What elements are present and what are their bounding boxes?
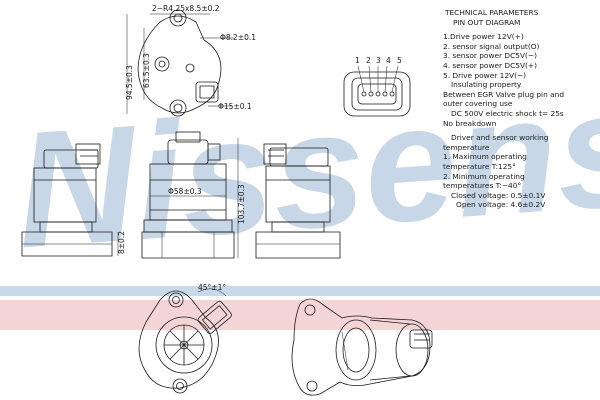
insulation-title: Insulating property: [451, 80, 522, 90]
valve-bottom-view: [138, 288, 232, 394]
insulation-line-3: DC 500V electric shock t= 25s: [451, 108, 564, 118]
dim-total-height: 103.7±0.3: [237, 184, 246, 224]
pin-line-1: 1.Drive power 12V(+): [443, 32, 524, 42]
valve-side-view-center: [141, 131, 239, 259]
open-voltage: Open voltage: 4.6±0.2V: [456, 200, 546, 210]
insulation-line-2: outer covering use: [443, 99, 513, 109]
pin-line-3: 3. sensor power DC5V(−): [443, 51, 538, 61]
dim-base-height: 8±0.2: [117, 231, 126, 254]
pin-label-5: 5: [397, 56, 402, 65]
pin-line-4: 4. sensor power DC5V(+): [443, 60, 538, 70]
tech-title: TECHNICAL PARAMETERS: [445, 8, 539, 17]
temp-min-value: temperatures T:−40°: [443, 181, 522, 191]
pin-label-1: 1: [355, 56, 360, 65]
temp-title-2: temperature: [443, 142, 490, 152]
insulation-line-1: Between EGR Valve plug pin and: [443, 89, 565, 99]
closed-voltage: Closed voltage: 0.5±0.1V: [451, 190, 546, 200]
dim-bore-top: Φ8.2±0.1: [220, 33, 256, 42]
dim-body-dia: Φ58±0.3: [168, 187, 202, 196]
pin-label-3: 3: [376, 56, 381, 65]
technical-parameters-panel: TECHNICAL PARAMETERS PIN OUT DIAGRAM 1.D…: [443, 8, 599, 210]
dim-bolt-holes: 2−R4.25x8.5±0.2: [152, 4, 220, 13]
temp-min-label: 2. Minimum operating: [443, 171, 525, 181]
valve-side-view-left: [21, 143, 119, 257]
temp-max-label: 1. Maximum operating: [443, 152, 527, 162]
valve-side-view-right: [255, 143, 341, 259]
dim-pcd-height: 63.5±0.3: [142, 53, 151, 88]
dim-pipe-dia: Φ15±0.1: [218, 102, 252, 111]
dim-flange-height: 94.5±0.3: [125, 65, 134, 100]
pin-line-5: 5. Drive power 12V(−): [443, 70, 527, 80]
flange-top-view: [126, 9, 234, 117]
connector-pin-diagram: [343, 65, 411, 117]
valve-isometric-view: [291, 298, 433, 396]
pin-label-4: 4: [386, 56, 391, 65]
pin-line-2: 2. sensor signal output(O): [443, 41, 540, 51]
pin-label-2: 2: [366, 56, 371, 65]
brand-watermark: Nissens: [10, 55, 600, 283]
blue-band: [0, 286, 600, 296]
temp-max-value: temperature T:125°: [443, 161, 516, 171]
dim-connector-angle: 45°±1°: [198, 283, 226, 292]
insulation-line-4: No breakdown: [443, 118, 497, 128]
temp-title-1: Driver and sensor working: [451, 133, 549, 143]
tech-subtitle: PIN OUT DIAGRAM: [453, 17, 521, 27]
